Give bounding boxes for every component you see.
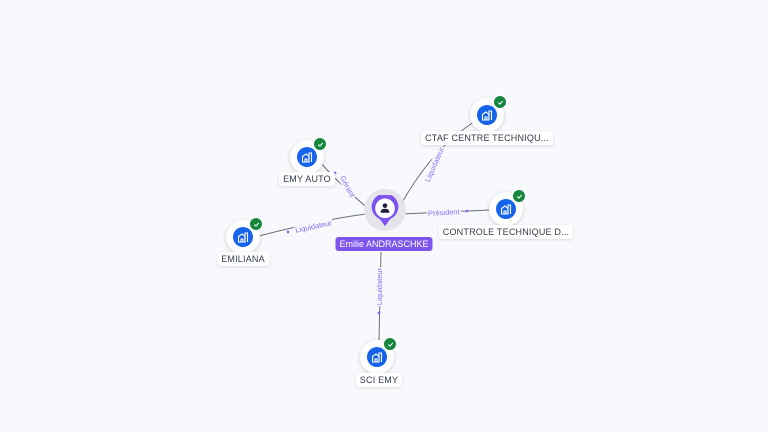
company-node-ctaf[interactable] [470, 95, 507, 132]
verified-check-icon [249, 217, 263, 231]
company-label-emiliana[interactable]: EMILIANA [217, 252, 269, 266]
verified-check-icon [313, 137, 327, 151]
person-icon [380, 203, 390, 213]
company-label-sci-emy[interactable]: SCI EMY [355, 373, 403, 387]
company-node-sci-emy[interactable] [360, 337, 397, 374]
person-node[interactable] [369, 195, 401, 227]
building-icon [496, 199, 516, 219]
verified-check-icon [493, 95, 507, 109]
person-label[interactable]: Emilie ANDRASCHKE [335, 237, 433, 251]
company-label-ctaf[interactable]: CTAF CENTRE TECHNIQU... [421, 131, 553, 145]
company-node-controle[interactable] [489, 189, 526, 226]
verified-check-icon [383, 337, 397, 351]
building-icon [367, 347, 387, 367]
building-icon [477, 105, 497, 125]
verified-check-icon [512, 189, 526, 203]
company-label-emy-auto[interactable]: EMY AUTO [279, 172, 335, 186]
company-node-emiliana[interactable] [226, 217, 263, 254]
building-icon [297, 147, 317, 167]
company-label-controle[interactable]: CONTROLE TECHNIQUE D... [438, 225, 574, 239]
company-node-emy-auto[interactable] [290, 137, 327, 174]
edge-label-controle: Président [426, 207, 461, 218]
building-icon [233, 227, 253, 247]
edge-label-sci-emy: Liquidateur [375, 266, 385, 307]
